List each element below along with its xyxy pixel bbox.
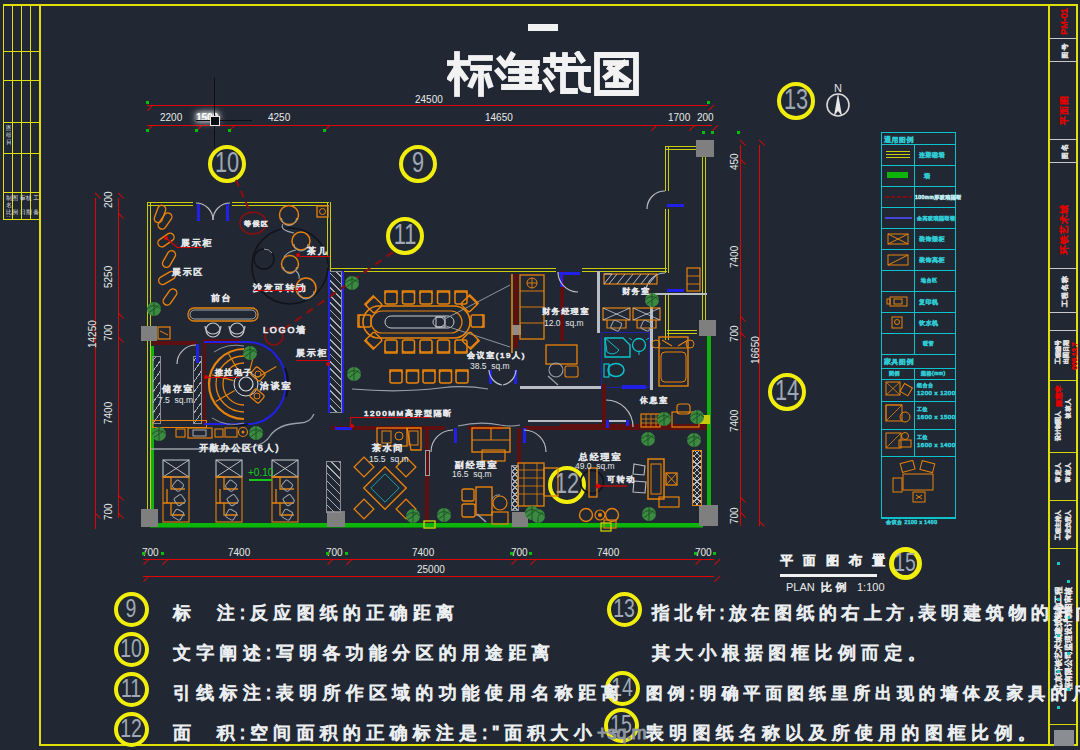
svg-text:N: N xyxy=(834,82,842,94)
